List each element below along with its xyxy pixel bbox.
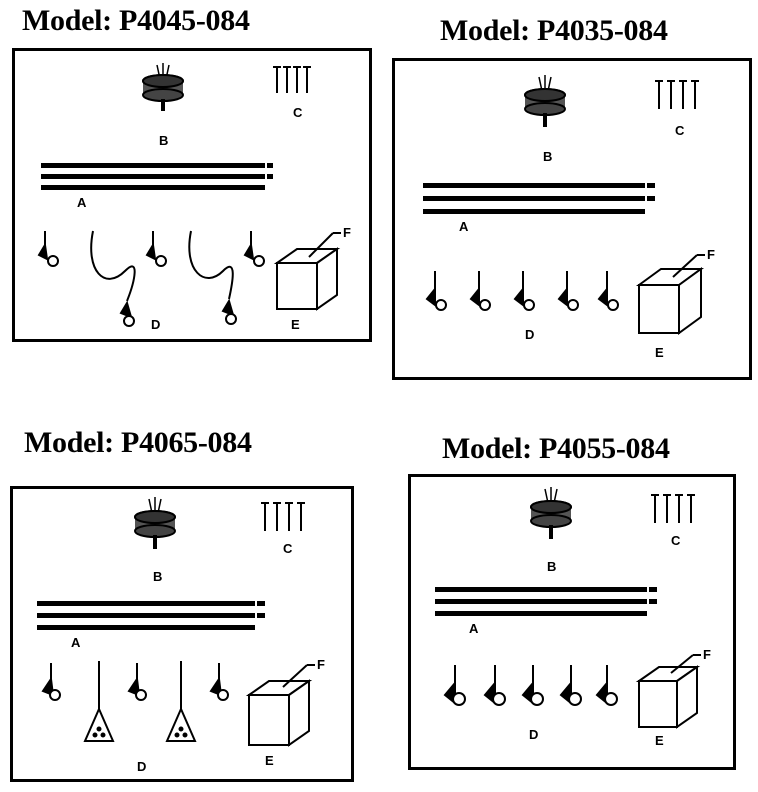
label-f: F [707, 247, 715, 262]
label-a: A [71, 635, 81, 650]
label-d: D [151, 317, 160, 332]
label-d: D [137, 759, 146, 774]
label-e: E [291, 317, 300, 332]
label-b: B [543, 149, 552, 164]
parts-panel-p4055: B C A D F E [408, 474, 736, 770]
light-heads-icon [425, 271, 619, 311]
label-d: D [525, 327, 534, 342]
box-icon [273, 232, 341, 311]
label-e: E [655, 345, 664, 360]
label-f: F [343, 225, 351, 240]
label-b: B [153, 569, 162, 584]
label-d: D [529, 727, 538, 742]
parts-diagram: B C A D F E [37, 497, 325, 774]
label-e: E [265, 753, 274, 768]
label-c: C [675, 123, 685, 138]
light-heads-icon [443, 665, 618, 706]
box-icon [245, 664, 315, 747]
label-c: C [671, 533, 681, 548]
light-heads-icon [41, 661, 229, 742]
label-b: B [547, 559, 556, 574]
label-f: F [317, 657, 325, 672]
label-e: E [655, 733, 664, 748]
model-title-p4065: Model: P4065-084 [24, 426, 252, 459]
parts-diagram: B C A D F E [423, 75, 715, 360]
parts-panel-p4065: B C A D F E [10, 486, 354, 782]
canopy-icon [530, 487, 572, 539]
box-icon [635, 654, 701, 729]
parts-diagram: B C A D F E [435, 487, 711, 748]
parts-panel-p4045: B C A D [12, 48, 372, 342]
parts-diagram: B C A D [37, 63, 351, 332]
screws-icon [655, 80, 699, 109]
canopy-icon [524, 75, 566, 127]
light-heads-icon [37, 230, 265, 327]
label-b: B [159, 133, 168, 148]
label-f: F [703, 647, 711, 662]
label-a: A [77, 195, 87, 210]
label-a: A [459, 219, 469, 234]
model-title-p4045: Model: P4045-084 [22, 4, 250, 37]
box-icon [635, 254, 705, 335]
label-c: C [283, 541, 293, 556]
label-a: A [469, 621, 479, 636]
screws-icon [651, 494, 695, 523]
model-title-p4055: Model: P4055-084 [442, 432, 670, 465]
label-c: C [293, 105, 303, 120]
screws-icon [261, 502, 305, 531]
canopy-icon [134, 497, 176, 549]
rods-icon [435, 587, 657, 616]
rods-icon [37, 601, 265, 630]
model-title-p4035: Model: P4035-084 [440, 14, 668, 47]
canopy-icon [142, 63, 184, 111]
screws-icon [273, 66, 311, 93]
parts-panel-p4035: B C A D F E [392, 58, 752, 380]
rods-icon [423, 183, 655, 214]
rods-icon [41, 163, 273, 190]
